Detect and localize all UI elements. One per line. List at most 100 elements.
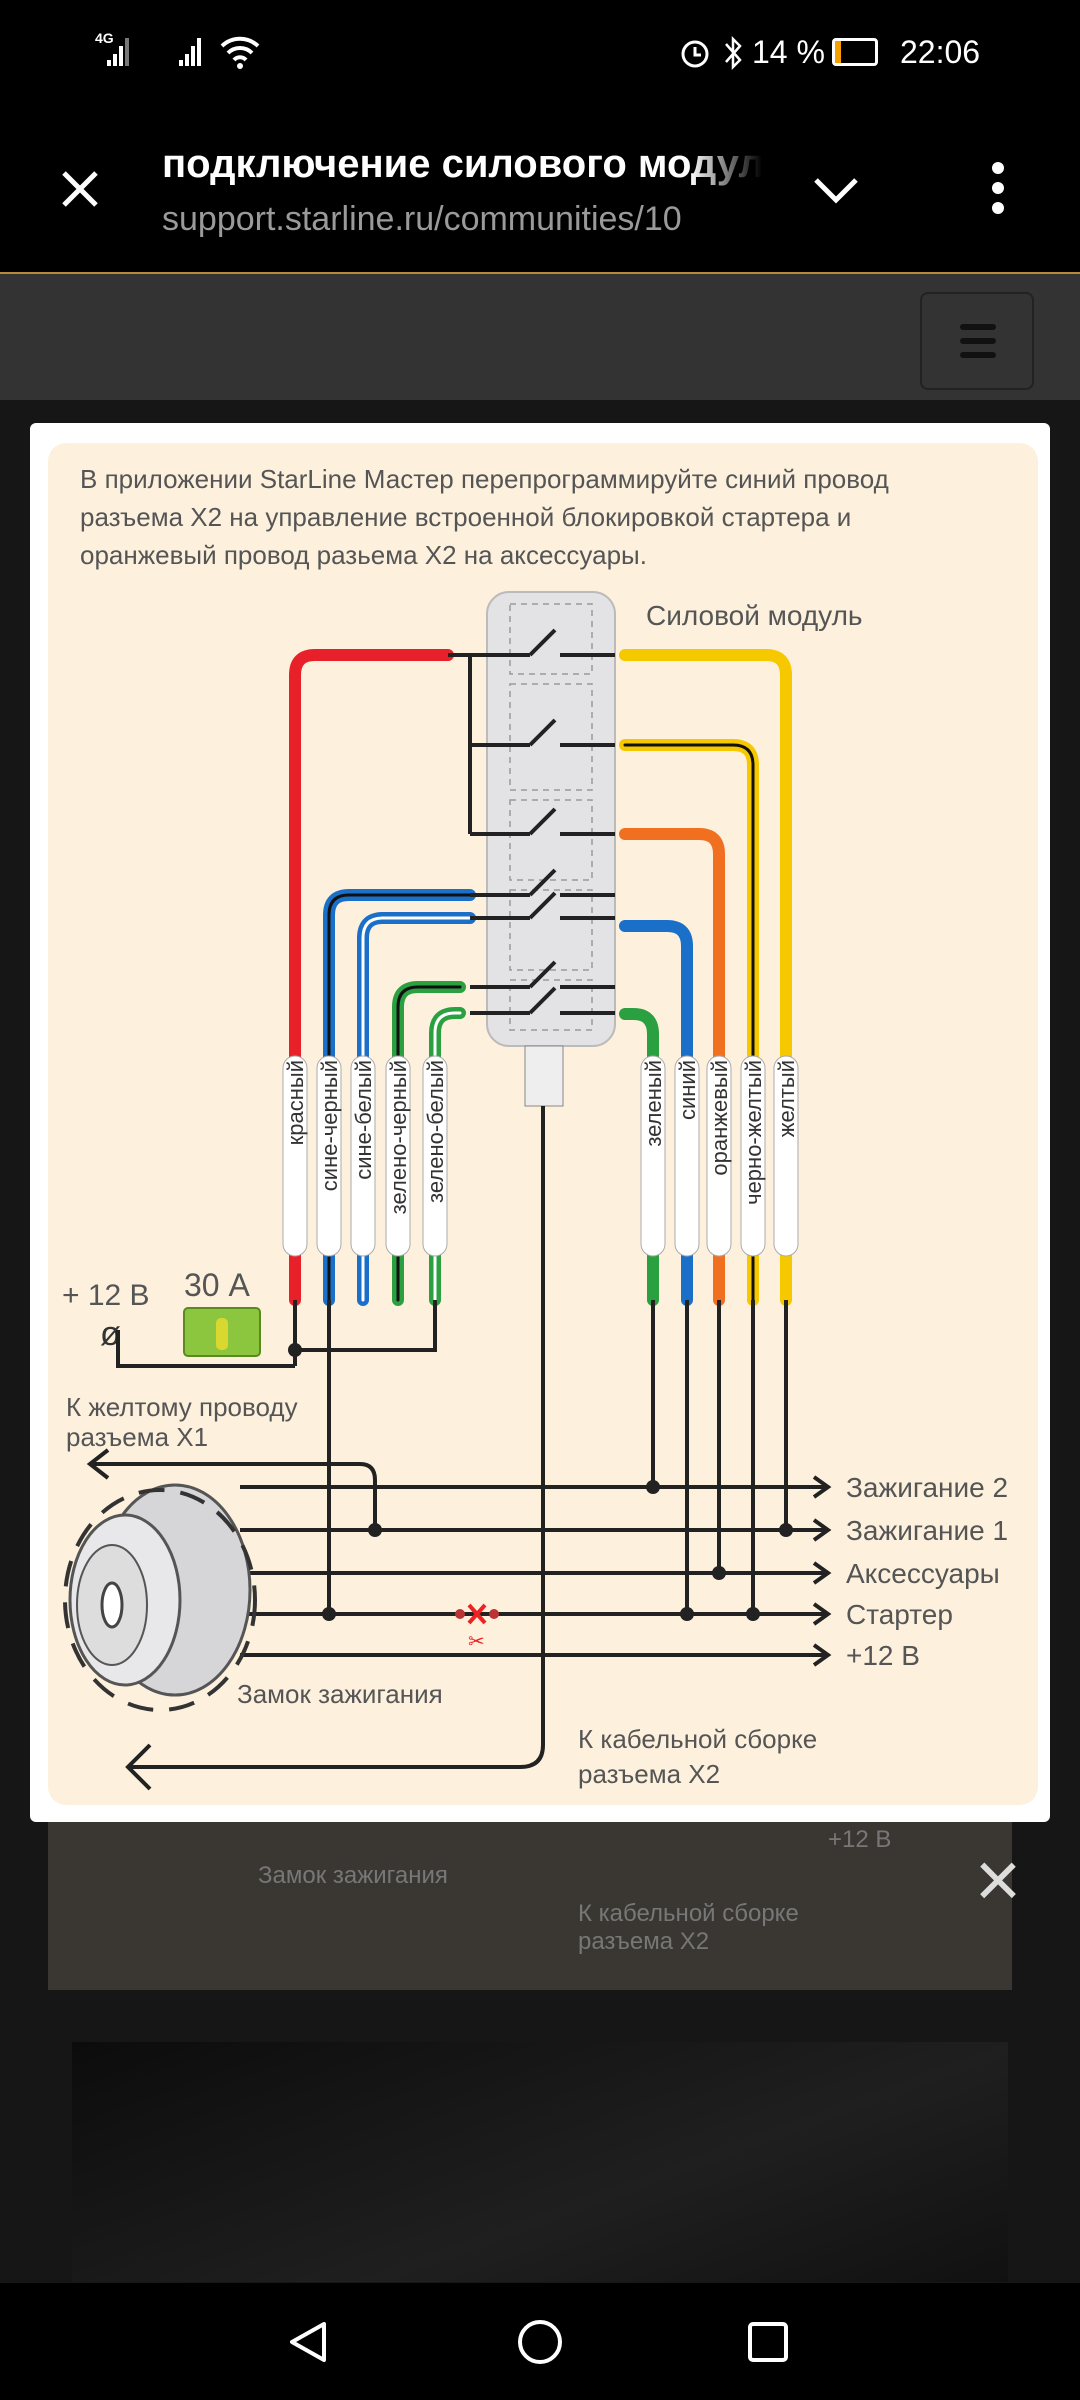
wire-sleeve — [674, 1055, 700, 1257]
power-module — [486, 591, 616, 1047]
wire-sleeve — [282, 1055, 308, 1257]
close-icon[interactable]: × — [974, 1835, 1022, 1924]
network-type: 4G — [95, 30, 114, 46]
module-connector — [524, 1045, 564, 1107]
wire-label: оранжевый — [707, 1060, 732, 1176]
wire-stripe — [433, 1011, 462, 1302]
wire-sleeve — [706, 1055, 732, 1257]
alarm-icon — [681, 40, 709, 68]
module-label: Силовой модуль — [646, 600, 863, 631]
connection-lines — [86, 1106, 788, 1791]
output-label: Зажигание 2 — [846, 1472, 1008, 1503]
instruction-line: В приложении StarLine Мастер перепрограм… — [80, 464, 889, 494]
wire — [289, 649, 454, 1306]
junction-dot — [779, 1523, 793, 1537]
wifi-icon — [220, 36, 260, 69]
clock: 22:06 — [900, 34, 981, 70]
module-compartments — [509, 603, 593, 1031]
site-header — [0, 272, 1080, 400]
background-text: Замок зажигания — [258, 1862, 448, 1889]
background-text: К кабельной сборке — [578, 1900, 799, 1927]
signal-icon — [107, 38, 201, 66]
wire-sleeve — [422, 1055, 448, 1257]
status-bar: 4G 14 % 22:06 — [0, 0, 1080, 100]
wire — [619, 920, 693, 1306]
wire-sleeve — [350, 1055, 376, 1257]
cut-mark-icon: ✂ — [455, 1603, 499, 1653]
hamburger-icon[interactable] — [920, 292, 1034, 390]
relay-switches — [448, 628, 615, 1015]
output-line — [240, 1475, 832, 1499]
navigation-bar — [0, 2283, 1080, 2400]
battery-icon — [832, 38, 878, 66]
wire-sleeve — [316, 1055, 342, 1257]
wire-label: сине-белый — [351, 1060, 376, 1180]
wire-sleeve — [773, 1055, 799, 1257]
junction-dot — [646, 1480, 660, 1494]
wire-sleeve — [740, 1055, 766, 1257]
power-label: + 12 В — [62, 1279, 150, 1312]
ignition-lock-icon — [63, 1483, 257, 1712]
output-line — [240, 1518, 832, 1542]
x1-label: разъема X1 — [66, 1422, 208, 1452]
instruction-line: разъема X2 на управление встроенной блок… — [80, 502, 851, 532]
relay-switch — [448, 628, 615, 657]
wire-label: зелено-белый — [423, 1060, 448, 1203]
background-text: +12 В — [828, 1826, 892, 1853]
wire-label: сине-черный — [317, 1060, 342, 1191]
wiring-photo — [72, 2042, 1008, 2282]
wire — [619, 1008, 659, 1306]
wire-stripe — [361, 916, 472, 1302]
page-url[interactable]: support.starline.ru/communities/10 — [162, 200, 682, 238]
close-icon[interactable] — [58, 167, 102, 211]
background-diagram: +12 В Замок зажигания К кабельной сборке… — [48, 1810, 1012, 1990]
wire-label: зелено-черный — [386, 1060, 411, 1214]
wire-label: зеленый — [641, 1060, 666, 1147]
wire-label: синий — [675, 1060, 700, 1120]
output-label: +12 В — [846, 1640, 920, 1671]
junction-dot — [712, 1566, 726, 1580]
wiring-diagram: В приложении StarLine Мастер перепрограм… — [48, 443, 1038, 1805]
fuse-label: 30 А — [184, 1267, 250, 1303]
svg-text:✂: ✂ — [468, 1631, 485, 1653]
wire-stripe — [327, 893, 472, 1302]
browser-toolbar: подключение силового модуля support.star… — [0, 100, 1080, 272]
wire-stripe — [623, 743, 755, 1302]
wire — [619, 649, 792, 1306]
background-text: разъема X2 — [578, 1928, 710, 1955]
x1-label: К желтому проводу — [66, 1392, 298, 1422]
relay-switch — [470, 986, 615, 1015]
junction-dot — [368, 1523, 382, 1537]
ground-symbol-icon: ø — [100, 1315, 121, 1353]
bluetooth-icon — [725, 35, 742, 71]
output-line — [240, 1643, 832, 1667]
relay-switch — [470, 891, 615, 920]
battery-fill — [835, 41, 841, 63]
home-icon[interactable] — [516, 2318, 564, 2366]
junction-dot — [288, 1343, 302, 1357]
recents-icon[interactable] — [746, 2320, 790, 2364]
wire-label: желтый — [774, 1060, 799, 1137]
wire-stripe — [396, 985, 462, 1302]
output-line — [240, 1602, 832, 1626]
relay-switch — [470, 868, 615, 897]
junction-dot — [746, 1607, 760, 1621]
junction-dot — [680, 1607, 694, 1621]
relay-switch — [468, 655, 615, 836]
more-vert-icon[interactable] — [988, 160, 1008, 216]
output-label: Стартер — [846, 1599, 953, 1630]
output-label: Аксессуары — [846, 1558, 1000, 1589]
lock-label: Замок зажигания — [237, 1679, 443, 1709]
instruction-line: оранжевый провод разьема X2 на аксессуар… — [80, 540, 647, 570]
wire-label: черно-желтый — [741, 1060, 766, 1205]
output-label: Зажигание 1 — [846, 1515, 1008, 1546]
wire — [619, 828, 725, 1306]
wires — [289, 649, 792, 1306]
relay-switch — [470, 960, 615, 989]
output-line — [240, 1561, 832, 1585]
chevron-down-icon[interactable] — [812, 176, 860, 206]
back-icon[interactable] — [284, 2318, 332, 2366]
junction-dot — [322, 1607, 336, 1621]
